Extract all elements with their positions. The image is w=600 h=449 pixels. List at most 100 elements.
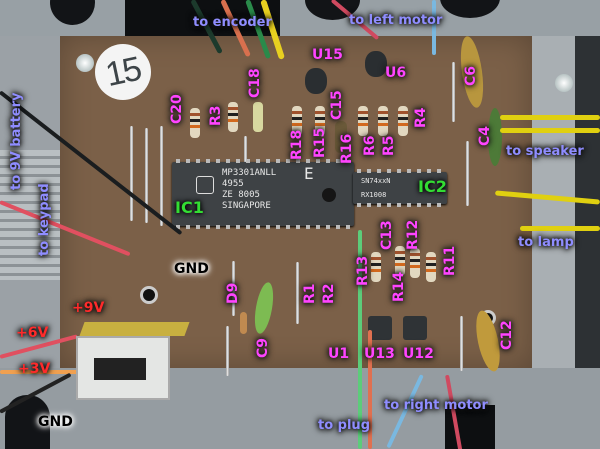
label-r13: R13 <box>355 255 371 286</box>
label-plus-6v: +6V <box>16 325 49 341</box>
resistor-r4 <box>398 106 408 136</box>
label-c9: C9 <box>255 337 271 358</box>
label-c4: C4 <box>477 125 493 146</box>
ic1-label: IC1 <box>175 198 204 217</box>
label-to-left-motor: to left motor <box>349 13 443 28</box>
label-to-speaker: to speaker <box>506 144 584 159</box>
ic1-marking-2: 4955 <box>222 179 244 189</box>
ic1-marking-suffix: E <box>304 164 314 183</box>
label-r18: R18 <box>289 129 305 160</box>
jumper-wire <box>145 128 148 223</box>
label-to-plug: to plug <box>318 418 370 433</box>
label-c6: C6 <box>463 65 479 86</box>
label-r16: R16 <box>339 133 355 164</box>
resistor-r11 <box>426 252 436 282</box>
label-to-right-motor: to right motor <box>384 398 488 413</box>
sticker-number: 15 <box>102 49 144 94</box>
screw-icon <box>76 54 94 72</box>
number-sticker: 15 <box>95 44 151 100</box>
label-r4: R4 <box>413 107 429 128</box>
ic1-chip: MP3301ANLL E 4955 ZE 8005 SINGAPORE <box>172 159 354 229</box>
label-d9: D9 <box>225 282 241 304</box>
resistor-r13 <box>371 252 381 282</box>
resistor-c18 <box>253 102 263 132</box>
label-u1: U1 <box>328 346 350 362</box>
label-to-lamp: to lamp <box>518 235 574 250</box>
screw-icon <box>555 74 573 92</box>
wire-speaker-2 <box>500 128 600 133</box>
label-to-encoder: to encoder <box>193 15 272 30</box>
label-plus-3v: +3V <box>18 361 51 377</box>
wire-power-orange <box>0 370 80 374</box>
jumper-wire <box>226 326 229 376</box>
jumper-wire <box>460 316 463 371</box>
label-r11: R11 <box>442 245 458 276</box>
wire-plug-green <box>358 230 362 449</box>
transistor-u15 <box>305 68 327 94</box>
capacitor-c9 <box>251 281 277 335</box>
label-plus-9v: +9V <box>72 300 105 316</box>
pcb: 15 <box>60 34 573 376</box>
label-r1: R1 <box>302 283 318 304</box>
resistor-r6 <box>358 106 368 136</box>
capacitor-c15 <box>335 121 347 153</box>
label-gnd-switch: GND <box>38 414 73 430</box>
jumper-wire <box>232 261 235 316</box>
label-u6: U6 <box>385 65 407 81</box>
resistor-r3 <box>228 102 238 132</box>
ic2-chip: SN74xxN RX1008 <box>353 169 447 207</box>
ic1-marking-1: MP3301ANLL <box>222 168 277 178</box>
label-to-9v-battery: to 9V battery <box>9 92 24 190</box>
diode-d9 <box>240 312 247 334</box>
label-c20: C20 <box>169 94 185 124</box>
mount-hole <box>140 286 158 304</box>
inductor-u12 <box>403 316 427 340</box>
label-u12: U12 <box>403 346 434 362</box>
label-c15: C15 <box>329 90 345 120</box>
ic1-marking-4: SINGAPORE <box>222 201 271 211</box>
label-c18: C18 <box>247 68 263 98</box>
jumper-wire <box>466 141 469 206</box>
enclosure-top <box>0 0 600 36</box>
label-gnd-board: GND <box>174 261 209 277</box>
enclosure-hole-top-right2 <box>440 0 500 18</box>
ic1-pin1-notch <box>322 188 336 202</box>
inductor-u13 <box>368 316 392 340</box>
wire-plug-red <box>368 330 372 449</box>
label-u13: U13 <box>364 346 395 362</box>
wire-lamp-2 <box>520 226 600 231</box>
power-switch-top <box>79 322 190 336</box>
label-r12: R12 <box>405 219 421 250</box>
jumper-wire <box>452 62 455 122</box>
label-r5: R5 <box>381 135 397 156</box>
resistor-c13 <box>395 246 405 276</box>
resistor-r18 <box>292 106 302 136</box>
wire-speaker-1 <box>500 115 600 120</box>
jumper-wire <box>130 126 133 221</box>
label-c12: C12 <box>499 320 515 350</box>
resistor-c20 <box>190 108 200 138</box>
resistor-r12 <box>410 248 420 278</box>
jumper-wire <box>296 262 299 324</box>
label-c13: C13 <box>379 220 395 250</box>
resistor-r5 <box>378 106 388 136</box>
ic2-marking-2: RX1008 <box>361 191 387 199</box>
label-r14: R14 <box>391 271 407 302</box>
ic2-marking-1: SN74xxN <box>361 177 391 185</box>
label-r15: R15 <box>312 127 328 158</box>
ti-logo-icon <box>196 176 214 194</box>
jumper-wire <box>160 126 163 226</box>
power-switch[interactable] <box>76 336 170 400</box>
switch-slider[interactable] <box>94 358 146 380</box>
label-r3: R3 <box>208 105 224 126</box>
label-r2: R2 <box>321 283 337 304</box>
ic1-marking-3: ZE 8005 <box>222 190 260 200</box>
wire-left-motor-blue <box>432 0 436 55</box>
label-to-keypad: to keypad <box>37 183 52 256</box>
transistor-u6 <box>365 51 387 77</box>
ic2-label: IC2 <box>418 177 447 196</box>
label-u15: U15 <box>312 47 343 63</box>
capacitor-c4 <box>488 108 502 166</box>
resistor-r15 <box>315 106 325 136</box>
